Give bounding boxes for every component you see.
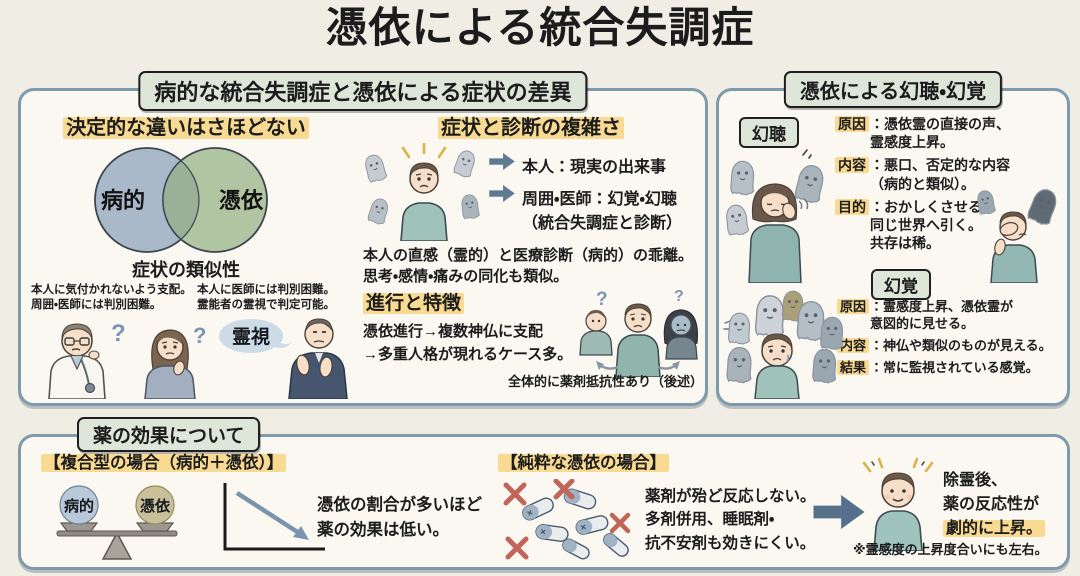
progression-heading: 進行と特徴 [363, 291, 465, 316]
visual-row: 原因：霊感度上昇、憑依霊が 意図的に見せる。 [837, 299, 1065, 333]
medication-panel-header: 薬の効果について [77, 417, 261, 452]
medication-panel: 薬の効果について 【複合型の場合（病的＋憑依）】 病的 憑依 憑依の割合が多いほ… [18, 417, 1070, 570]
after-note: ※霊感度の上昇度合いにも左右。 [853, 542, 1048, 557]
multiple-personality-illustration: ? ? [579, 288, 699, 377]
venn-left-label: 病的 [101, 188, 145, 213]
visual-row: 内容：神仏や類似のものが見える。 [837, 337, 1065, 355]
hallucination-panel-header: 憑依による幻聴・幻覚 [783, 71, 1003, 108]
differences-panel-header: 病的な統合失調症と憑依による症状の差異 [138, 71, 588, 111]
venn-right-label: 憑依 [219, 188, 264, 213]
visual-row: 結果：常に監視されている感覚。 [837, 359, 1065, 377]
doctor-illustration: ? [48, 320, 126, 399]
complexity-point2: 周囲・医師：幻覚・幻聴 [522, 191, 677, 208]
similarity-note-right: 本人に医師には判別困難。 霊能者の霊視で判定可能。 [197, 284, 335, 312]
hearing-voices-illustration [723, 149, 826, 283]
differences-panel: 病的な統合失調症と憑依による症状の差異 決定的な違いはさほどない 病的 憑依 症… [18, 71, 708, 406]
complexity-point1: 本人：現実の出来事 [522, 159, 667, 176]
complexity-point1-row: 本人：現実の出来事 [489, 153, 666, 177]
auditory-row: 内容：悪口、否定的な内容 （病的と類似）。 [835, 156, 1063, 192]
scale-right-label: 憑依 [140, 497, 171, 515]
covering-face-illustration [975, 187, 1060, 283]
arrow-right-icon [489, 185, 515, 202]
family-member-illustration: ? [144, 323, 206, 399]
composite-text: 憑依の割合が多いほど 薬の効果は低い。 [317, 496, 482, 539]
after-line1: 除霊後、 [943, 472, 1008, 489]
pure-heading: 【純粋な憑依の場合】 [498, 453, 669, 475]
auditory-tag: 幻聴 [739, 117, 799, 148]
similarity-note-left: 本人に気付かれないよう支配。 周囲・医師には判別困難。 [31, 284, 192, 312]
decline-graph-illustration [223, 483, 325, 551]
after-line3: 劇的に上昇。 [943, 520, 1046, 537]
scale-left-label: 病的 [64, 497, 94, 515]
venn-diagram: 病的 憑依 [94, 147, 268, 253]
arrow-right-icon [489, 153, 515, 170]
reishi-bubble-label: 霊視 [232, 325, 270, 348]
complexity-point2-sub: （統合失調症と診断） [522, 215, 683, 232]
visual-tag: 幻覚 [871, 269, 931, 300]
progression-body: 憑依進行→複数神仏に支配 →多重人格が現れるケース多。 [363, 323, 573, 363]
possessed-man-illustration [361, 142, 481, 241]
pure-text: 薬剤が殆ど反応しない。 多剤併用、睡眠剤・ 抗不安剤も効きにくい。 [645, 488, 816, 552]
question-mark: ? [193, 323, 206, 348]
question-mark: ? [111, 320, 126, 347]
after-text: 除霊後、 薬の反応性が 劇的に上昇。 [943, 469, 1046, 541]
after-line2: 薬の反応性が [943, 496, 1040, 513]
complexity-point2-row: 周囲・医師：幻覚・幻聴 （統合失調症と診断） [489, 185, 682, 233]
page-title: 憑依による統合失調症 [325, 4, 755, 51]
psychic-illustration [288, 318, 348, 399]
recovered-man-illustration [862, 457, 934, 551]
difference-heading: 決定的な違いはさほどない [31, 115, 341, 141]
hallucination-panel: 憑依による幻聴・幻覚 幻聴 原因：憑依霊の直接の声、 霊感度上昇。 内容：悪口、… [716, 71, 1070, 406]
ghost-crowd-illustration [723, 290, 844, 399]
complexity-heading: 症状と診断の複雑さ [371, 115, 691, 141]
reishi-speech-bubble: 霊視 [219, 319, 293, 353]
similarity-caption: 症状の類似性 [132, 260, 240, 280]
question-mark: ? [674, 288, 684, 305]
auditory-rows: 原因：憑依霊の直接の声、 霊感度上昇。 内容：悪口、否定的な内容 （病的と類似）… [835, 115, 1063, 257]
auditory-row: 原因：憑依霊の直接の声、 霊感度上昇。 [835, 115, 1063, 151]
balance-scale-illustration: 病的 憑依 [56, 485, 178, 560]
question-mark: ? [596, 289, 608, 310]
pills-illustration [503, 479, 631, 560]
composite-heading: 【複合型の場合（病的＋憑依）】 [41, 453, 287, 475]
complexity-paragraph: 本人の直感（霊的）と医療診断（病的）の乖離。 思考・感情・痛みの同化も類似。 [363, 247, 694, 285]
auditory-row: 目的：おかしくさせる、 同じ世界へ引く。 共存は稀。 [835, 198, 1063, 253]
visual-rows: 原因：霊感度上昇、憑依霊が 意図的に見せる。 内容：神仏や類似のものが見える。 … [837, 299, 1065, 382]
progression-note: 全体的に薬剤抵抗性あり（後述） [507, 374, 703, 389]
